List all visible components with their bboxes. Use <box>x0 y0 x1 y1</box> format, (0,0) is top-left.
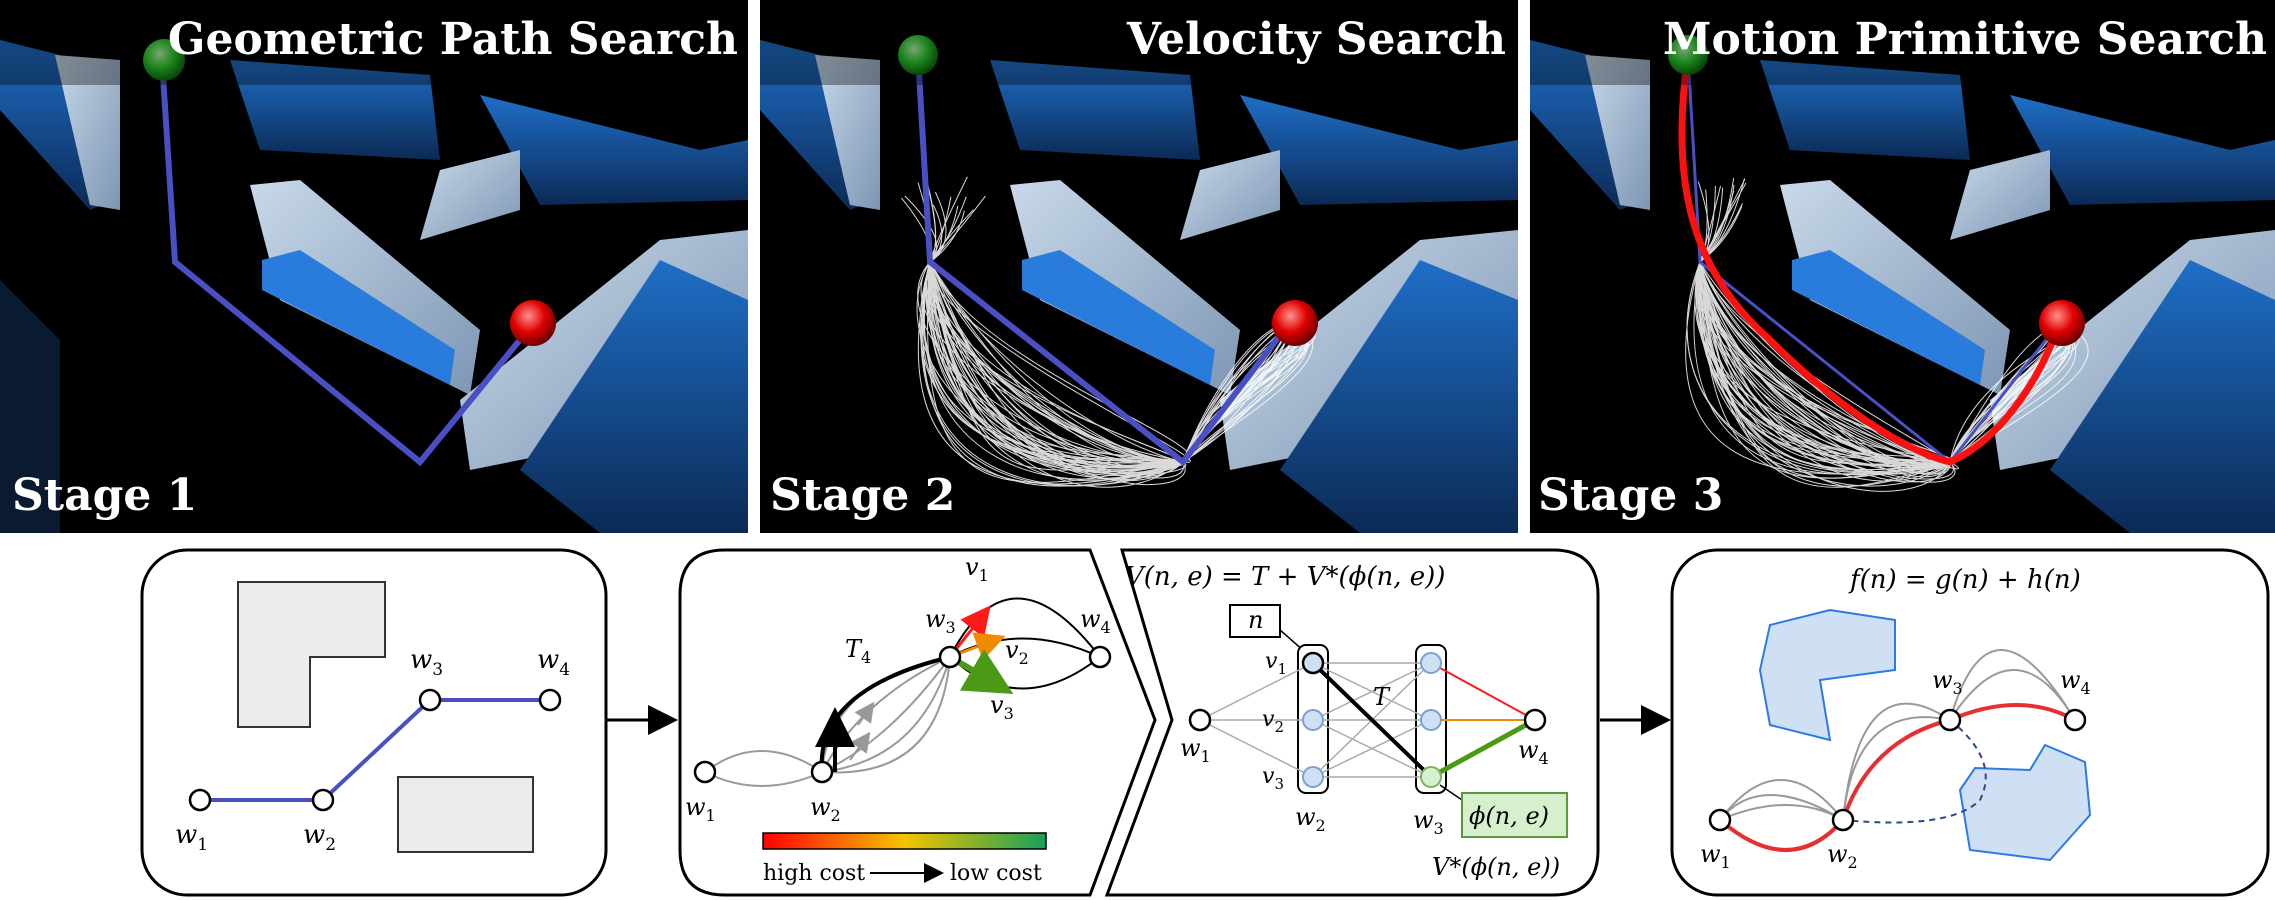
label-w4: w4 <box>2060 666 2091 698</box>
stage-label: Stage 2 <box>770 470 955 521</box>
start-ball <box>898 35 938 75</box>
diagram-astar: f(n) = g(n) + h(n) w1 w2 w3 w4 <box>1670 548 2270 897</box>
label-v1: v1 <box>965 553 989 585</box>
panel-title: Geometric Path Search <box>168 14 738 65</box>
node-w1 <box>693 760 717 784</box>
node-v2-left <box>1302 709 1324 731</box>
goal-ball <box>1272 300 1318 346</box>
maze-walls <box>1530 40 2275 533</box>
label-v2: v2 <box>1005 636 1029 668</box>
label-T4: T4 <box>845 635 871 667</box>
panel-stage-3: Motion Primitive Search Stage 3 <box>1530 0 2275 533</box>
node-w2 <box>311 788 335 812</box>
node-v1-left <box>1301 651 1325 675</box>
node-w1 <box>188 788 212 812</box>
label-w2: w2 <box>1295 803 1326 835</box>
obstacle-rect <box>397 776 534 853</box>
panel-title: Motion Primitive Search <box>1663 14 2267 65</box>
label-w4: w4 <box>1518 736 1549 768</box>
obstacle-bottom <box>1958 743 2092 862</box>
vstar-label: V*(ϕ(n, e)) <box>1432 853 1560 881</box>
label-w4: w4 <box>1080 605 1111 637</box>
diagram-geometric: w1 w2 w3 w4 <box>140 548 608 897</box>
label-w2: w2 <box>303 820 336 855</box>
start-ball <box>1668 35 1708 75</box>
velocity-graph: w1 w2 w3 w4 T4 v1 v2 v3 high cost low co… <box>685 553 1112 886</box>
node-v3-right <box>1420 766 1442 788</box>
astar-path <box>1718 703 2076 852</box>
label-w3: w3 <box>925 605 956 637</box>
node-w1 <box>1188 708 1212 732</box>
label-v2: v2 <box>1262 707 1284 736</box>
label-w1: w1 <box>175 820 208 855</box>
node-w2 <box>1831 808 1855 832</box>
geometric-path <box>159 59 531 467</box>
label-w1: w1 <box>1700 840 1731 872</box>
node-v3-left <box>1302 766 1324 788</box>
goal-ball <box>2039 300 2085 346</box>
node-w4 <box>538 688 562 712</box>
geometric-path <box>915 54 1293 467</box>
label-v3: v3 <box>1262 764 1284 793</box>
label-w4: w4 <box>537 645 570 680</box>
node-w3 <box>418 688 442 712</box>
astar-formula: f(n) = g(n) + h(n) <box>1848 565 2081 595</box>
box-n <box>1229 604 1281 638</box>
label-w1: w1 <box>685 793 716 825</box>
box-phi-label: ϕ(n, e) <box>1469 802 1549 830</box>
value-formula: V(n, e) = T + V*(ϕ(n, e)) <box>1125 562 1445 592</box>
node-w3 <box>938 645 962 669</box>
node-v1-right <box>1420 652 1442 674</box>
maze-walls <box>0 40 748 533</box>
node-v2-right <box>1420 709 1442 731</box>
goal-ball <box>510 300 556 346</box>
legend-high-cost: high cost <box>763 861 865 886</box>
label-w3: w3 <box>1413 806 1444 838</box>
label-v1: v1 <box>1265 649 1287 678</box>
label-w2: w2 <box>810 793 841 825</box>
label-w1: w1 <box>1180 734 1211 766</box>
diagram-velocity-motion: w1 w2 w3 w4 T4 v1 v2 v3 high cost low co… <box>678 548 1600 897</box>
box-n-label: n <box>1248 606 1263 634</box>
label-T: T <box>1373 683 1391 711</box>
label-w3: w3 <box>1932 666 1963 698</box>
optimal-trajectory <box>1678 54 2064 466</box>
box-phi <box>1461 792 1568 838</box>
node-w4 <box>1088 645 1112 669</box>
legend-low-cost: low cost <box>950 861 1042 886</box>
start-ball <box>143 39 185 81</box>
label-w3: w3 <box>410 645 443 680</box>
maze-walls <box>760 40 1518 533</box>
panel-title: Velocity Search <box>1126 14 1506 65</box>
cost-colorbar <box>762 832 1047 850</box>
node-w2 <box>810 760 834 784</box>
stage-label: Stage 1 <box>12 470 197 521</box>
node-w4 <box>1523 708 1547 732</box>
geometric-path <box>1686 54 2062 465</box>
node-w4 <box>2063 708 2087 732</box>
label-w2: w2 <box>1827 840 1858 872</box>
node-w3 <box>1938 708 1962 732</box>
node-w1 <box>1708 808 1732 832</box>
obstacle-l-shape <box>237 581 386 728</box>
obstacle-top <box>1758 608 1896 742</box>
path-line <box>200 698 550 802</box>
motion-primitive-graph: V(n, e) = T + V*(ϕ(n, e)) n <box>1125 562 1568 881</box>
panel-stage-1: Geometric Path Search Stage 1 <box>0 0 748 533</box>
stage-label: Stage 3 <box>1538 470 1723 521</box>
label-v3: v3 <box>990 691 1014 723</box>
panel-stage-2: Velocity Search Stage 2 <box>760 0 1518 533</box>
